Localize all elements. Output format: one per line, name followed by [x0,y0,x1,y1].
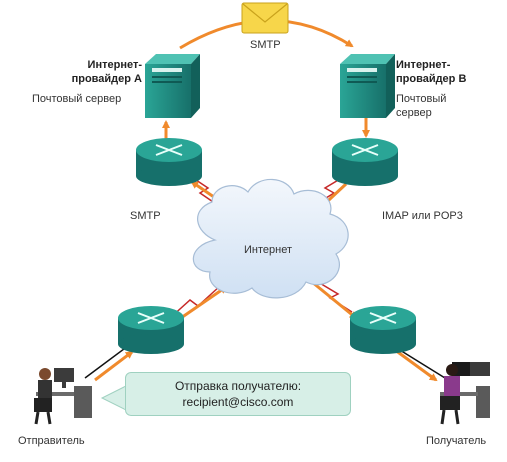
router-icon [332,138,398,186]
router-icon [136,138,202,186]
flow-arrow-router-to-recipient [394,348,438,382]
sender-label: Отправитель [18,435,85,447]
smtp-top-label: SMTP [250,39,281,51]
flow-arrow-sender-to-router [94,350,134,382]
recipient-cable [394,346,446,379]
user-workstation-icon [34,368,92,425]
recipient-label: Получатель [426,435,487,447]
envelope-icon [241,2,289,34]
flow-arrow-internet-to-recipient-router [311,280,358,320]
callout-line-2: recipient@cisco.com [182,395,294,409]
isp-a-title: Интернет- провайдер A [71,59,142,85]
flow-arrow-router-to-internet [177,285,228,322]
internet-label: Интернет [244,244,292,256]
user-workstation-icon [440,362,490,425]
imap-pop3-label: IMAP или POP3 [382,210,463,222]
mail-server-icon [340,54,395,118]
isp-a-server-label: Почтовый сервер [32,93,122,105]
router-icon [118,306,184,354]
sender-cable [84,345,129,379]
isp-b-title: Интернет- провайдер B [396,59,467,85]
serial-link-sender [169,285,221,319]
mail-server-icon [145,54,200,118]
smtp-left-label: SMTP [130,210,161,222]
cloud-icon [192,178,349,299]
isp-b-server-label: Почтовый сервер [396,93,447,119]
send-to-recipient-callout: Отправка получателю: recipient@cisco.com [125,372,351,416]
callout-line-1: Отправка получателю: [174,379,302,393]
serial-link-recipient [317,281,353,313]
router-icon [350,306,416,354]
